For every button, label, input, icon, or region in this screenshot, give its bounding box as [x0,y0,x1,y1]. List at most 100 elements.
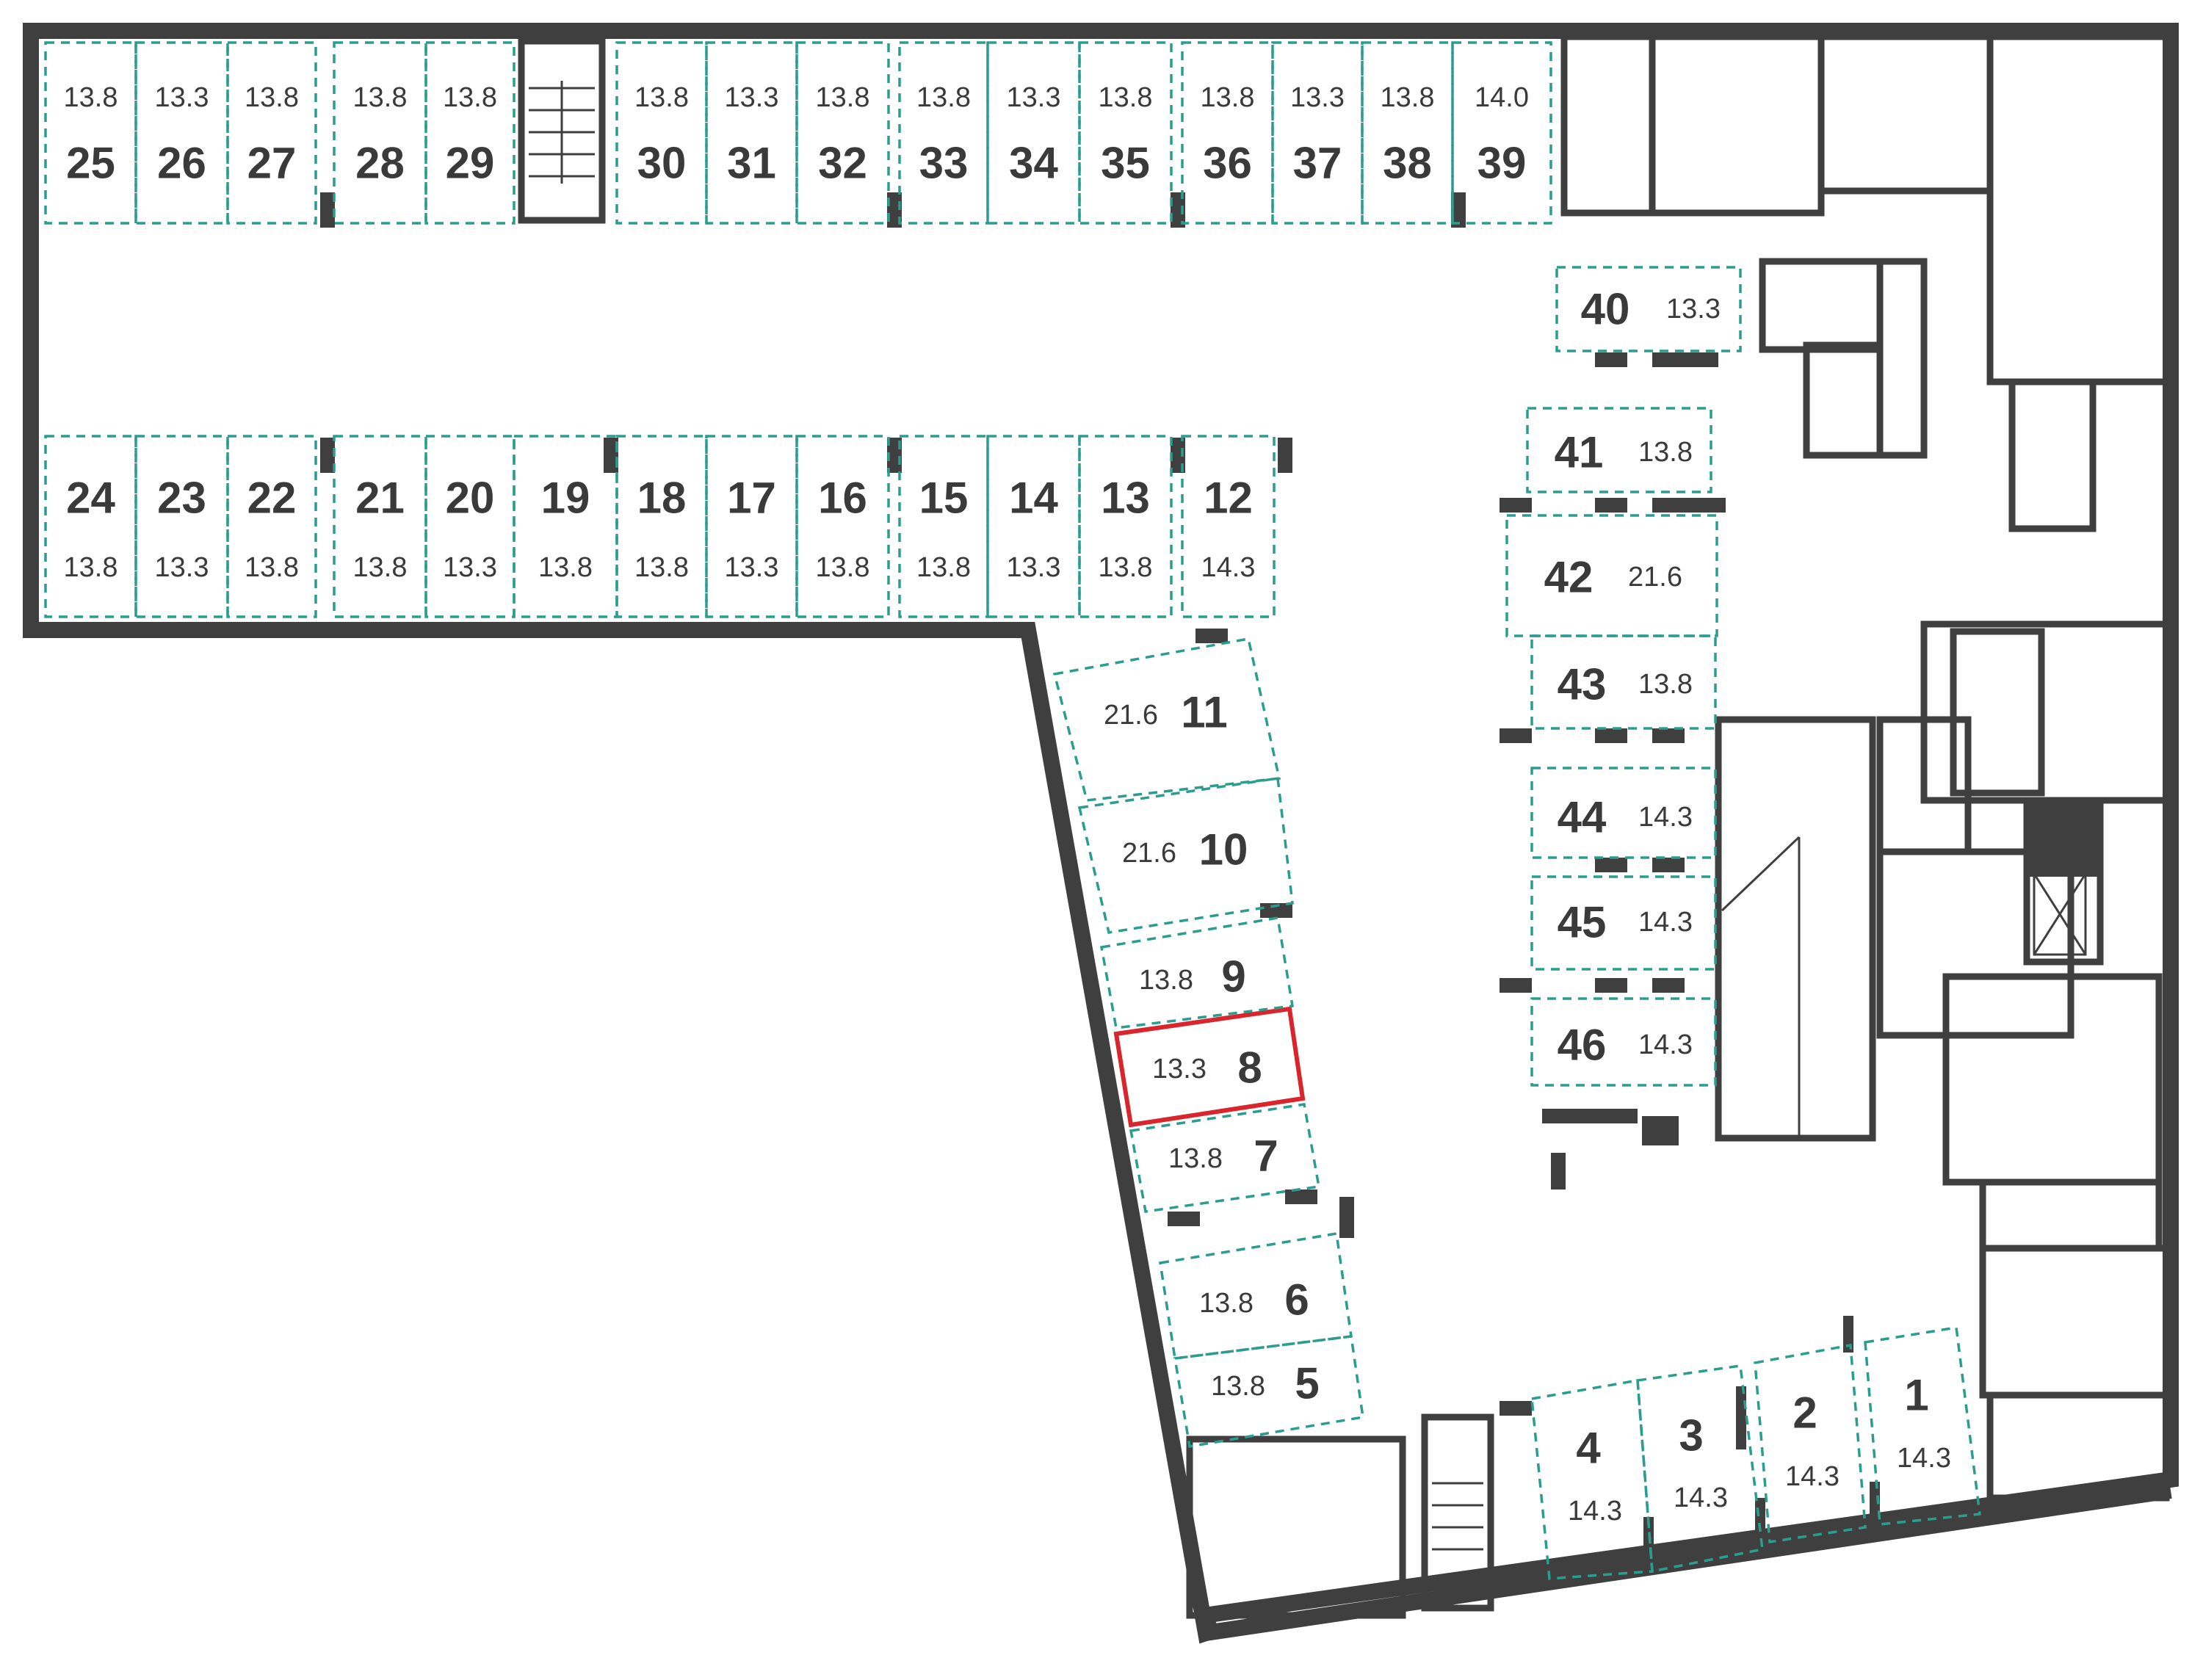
space-outline[interactable] [44,41,137,225]
space-outline[interactable] [424,435,516,618]
space-outline[interactable] [1173,1335,1364,1449]
space-outline[interactable] [898,435,989,618]
space-outline[interactable] [513,435,618,618]
space-number: 4 [1576,1424,1601,1473]
space-outline[interactable] [226,435,317,618]
parking-space-16[interactable]: 16 13.8 [795,435,890,618]
parking-space-7[interactable]: 713.8 [1129,1103,1321,1213]
space-outline[interactable] [1530,1378,1654,1580]
space-outline[interactable] [1361,41,1454,225]
space-outline[interactable] [1754,1343,1867,1544]
space-outline[interactable] [1099,916,1295,1029]
space-number: 31 [727,139,776,188]
space-outline[interactable] [424,41,516,225]
space-outline[interactable] [615,41,708,225]
space-outline[interactable] [705,41,798,225]
space-outline[interactable] [1271,41,1364,225]
space-area: 14.3 [1638,802,1693,833]
space-outline[interactable] [1864,1325,1981,1526]
parking-space-1[interactable]: 114.3 [1864,1325,1981,1526]
space-outline[interactable] [795,41,890,225]
space-outline[interactable] [986,41,1081,225]
space-outline[interactable] [134,41,229,225]
space-outline[interactable] [1505,514,1718,637]
space-outline[interactable] [1181,435,1276,618]
space-outline[interactable] [1052,637,1281,802]
space-outline[interactable] [1555,266,1742,352]
parking-space-6[interactable]: 613.8 [1159,1231,1353,1360]
space-area: 13.8 [816,552,870,583]
space-outline[interactable] [1530,997,1717,1087]
space-number: 34 [1009,139,1058,188]
space-number: 27 [247,139,297,188]
space-area: 13.3 [155,82,209,113]
space-outline[interactable] [1078,435,1173,618]
selected-space-outline[interactable] [1113,1006,1306,1128]
space-outline[interactable] [705,435,798,618]
space-outline[interactable] [898,41,989,225]
parking-space-9[interactable]: 913.8 [1099,916,1295,1029]
space-outline[interactable] [1526,407,1712,493]
space-area: 21.6 [1122,838,1176,869]
space-outline[interactable] [1181,41,1274,225]
space-outline[interactable] [615,435,708,618]
space-outline[interactable] [986,435,1081,618]
parking-space-4[interactable]: 414.3 [1530,1378,1654,1580]
parking-space-2[interactable]: 214.3 [1754,1343,1867,1544]
space-number: 5 [1295,1359,1319,1408]
space-number: 1 [1904,1371,1928,1420]
space-number: 16 [818,474,867,523]
space-outline[interactable] [1530,767,1717,859]
space-area: 13.3 [725,82,779,113]
space-outline[interactable] [226,41,317,225]
space-outline[interactable] [134,435,229,618]
parking-space-31[interactable]: 31 13.3 [705,41,798,225]
space-number: 29 [446,139,495,188]
parking-space-5[interactable]: 513.8 [1173,1335,1364,1449]
space-outline[interactable] [1078,41,1173,225]
parking-space-8[interactable]: 813.3 [1113,1006,1306,1128]
space-outline[interactable] [1077,777,1294,934]
space-outline[interactable] [1451,41,1552,225]
space-outline[interactable] [333,41,427,225]
space-outline[interactable] [1159,1231,1353,1360]
space-outline[interactable] [44,435,137,618]
space-outline[interactable] [333,435,427,618]
space-outline[interactable] [795,435,890,618]
